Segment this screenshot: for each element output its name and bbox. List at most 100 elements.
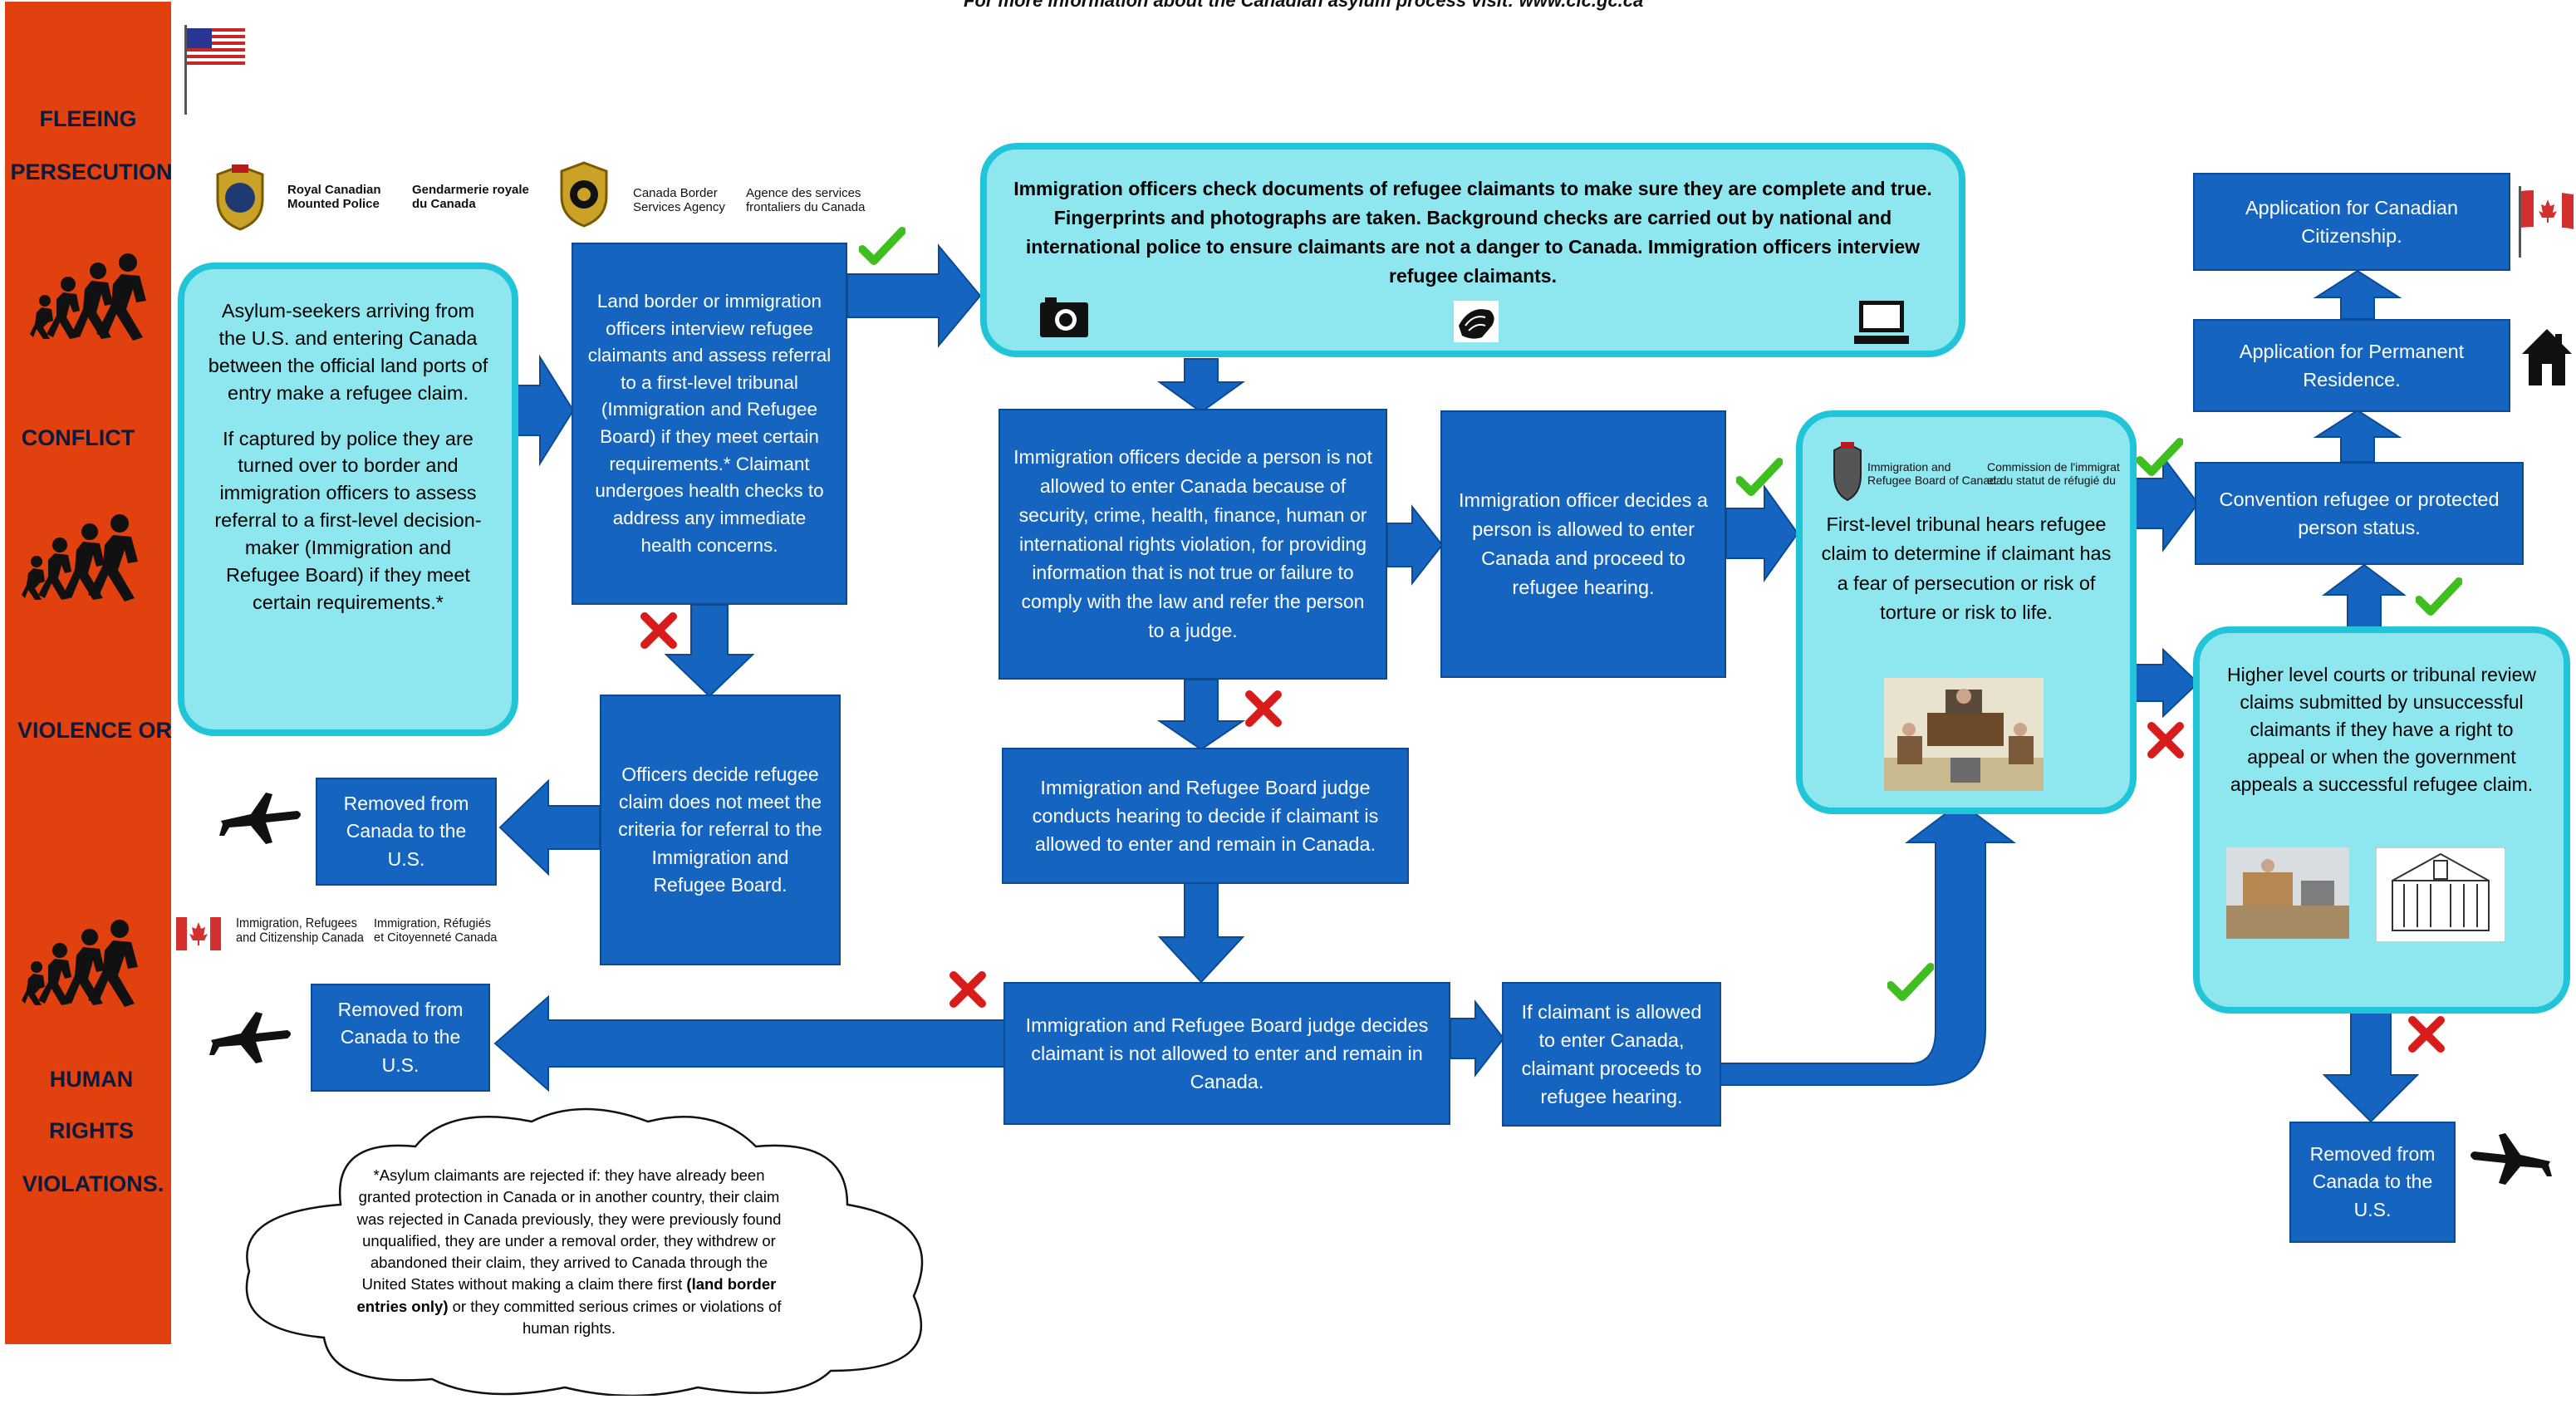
citizenship-text: Application for Canadian Citizenship. <box>2245 196 2459 247</box>
asylum-text-2: If captured by police they are turned ov… <box>214 427 482 613</box>
footnote-text-post: or they committed serious crimes or viol… <box>448 1297 782 1337</box>
house-icon <box>2522 329 2572 385</box>
citizenship-box: Application for Canadian Citizenship. <box>2193 173 2510 271</box>
officers-decide-text: Officers decide refugee claim does not m… <box>618 763 822 896</box>
irb-crest-icon <box>1833 442 1862 502</box>
canada-flag-icon <box>176 917 221 950</box>
people-running-icon <box>22 514 138 601</box>
sidebar-word: VIOLATIONS. <box>22 1171 164 1196</box>
arrow <box>1386 504 1444 586</box>
ircc-name-en: Immigration, Refugees and Citizenship Ca… <box>236 916 364 945</box>
sidebar-word: FLEEING <box>39 106 137 131</box>
rcmp-name-en: Royal Canadian Mounted Police <box>287 183 381 212</box>
sidebar-word: VIOLENCE OR <box>17 718 173 743</box>
convention-refugee-box: Convention refugee or protected person s… <box>2195 462 2524 565</box>
proceeds-to-hearing-box: If claimant is allowed to enter Canada, … <box>1502 982 1721 1127</box>
arrow <box>2322 563 2407 629</box>
arrow <box>2322 1009 2420 1123</box>
irb-hearing-box: Immigration and Refugee Board judge cond… <box>1002 748 1409 884</box>
not-allowed-text: Immigration officers decide a person is … <box>1013 445 1372 642</box>
sidebar: FLEEING PERSECUTION CONFLICT VIOLENCE OR… <box>5 2 173 1344</box>
footnote-text: *Asylum claimants are rejected if: they … <box>349 1165 789 1339</box>
higher-courts-box: Higher level courts or tribunal review c… <box>2193 626 2570 1014</box>
check-icon <box>2137 438 2183 476</box>
fingerprint-icon <box>1454 301 1499 342</box>
removed-box-2: Removed from Canada to the U.S. <box>311 984 490 1092</box>
arrow <box>511 354 575 467</box>
land-border-text: Land border or immigration officers inte… <box>587 290 832 556</box>
arrow <box>664 604 755 698</box>
land-border-interview-box: Land border or immigration officers inte… <box>572 243 847 605</box>
allowed-text: Immigration officer decides a person is … <box>1459 488 1708 599</box>
cross-icon <box>949 971 986 1008</box>
top-note: For more information about the Canadian … <box>964 0 1644 11</box>
arrow <box>493 994 1006 1092</box>
document-checks-box: Immigration officers check documents of … <box>980 143 1965 357</box>
canada-flag-icon <box>2519 186 2574 258</box>
sidebar-word: HUMAN <box>49 1067 134 1092</box>
removed-box-1: Removed from Canada to the U.S. <box>316 778 497 886</box>
arrow <box>1719 801 2016 1086</box>
people-running-icon <box>30 253 146 341</box>
ircc-name-fr: Immigration, Réfugiés et Citoyenneté Can… <box>374 917 498 945</box>
people-running-icon <box>22 920 138 1007</box>
arrow <box>846 243 982 348</box>
arrow <box>1156 679 1246 751</box>
camera-icon <box>1040 297 1088 337</box>
arrow <box>2313 269 2402 320</box>
allowed-box: Immigration officer decides a person is … <box>1440 410 1726 678</box>
arrow <box>2132 647 2200 719</box>
airplane-icon <box>209 1012 291 1063</box>
sidebar-word: PERSECUTION <box>10 160 173 184</box>
arrow <box>2132 454 2200 552</box>
check-icon <box>1887 963 1934 1001</box>
footnote-text-pre: *Asylum claimants are rejected if: they … <box>356 1166 782 1294</box>
asylum-seekers-box: Asylum-seekers arriving from the U.S. an… <box>178 263 518 736</box>
cbsa-crest-icon <box>560 161 608 228</box>
tribunal-text: First-level tribunal hears refugee claim… <box>1821 513 2112 623</box>
hearing-room-image <box>1884 678 2044 791</box>
sidebar-word: CONFLICT <box>21 425 135 450</box>
supreme-court-image <box>2376 847 2505 942</box>
officers-decide-box: Officers decide refugee claim does not m… <box>600 695 841 965</box>
computer-icon <box>1854 301 1909 344</box>
removed-text: Removed from Canada to the U.S. <box>2309 1142 2436 1220</box>
footnote-cloud <box>245 1107 924 1396</box>
check-icon <box>859 227 905 265</box>
irb-decides-box: Immigration and Refugee Board judge deci… <box>1003 982 1450 1125</box>
airplane-icon <box>2471 1133 2552 1185</box>
arrow <box>2313 409 2402 463</box>
cbsa-name-en: Canada Border Services Agency <box>633 186 725 215</box>
rcmp-name-fr: Gendarmerie royale du Canada <box>412 183 529 212</box>
convention-refugee-text: Convention refugee or protected person s… <box>2219 488 2500 538</box>
higher-courts-text: Higher level courts or tribunal review c… <box>2227 664 2536 796</box>
cross-icon <box>2408 1016 2445 1053</box>
arrow <box>1725 484 1799 583</box>
arrow <box>1156 358 1246 414</box>
cbsa-name-fr: Agence des services frontaliers du Canad… <box>746 186 866 215</box>
rcmp-crest-icon <box>216 164 264 231</box>
cross-icon <box>2147 722 2184 759</box>
arrow <box>498 778 601 876</box>
permanent-residence-text: Application for Permanent Residence. <box>2239 340 2465 390</box>
document-checks-text: Immigration officers check documents of … <box>1013 178 1932 287</box>
not-allowed-box: Immigration officers decide a person is … <box>999 409 1387 680</box>
proceeds-text: If claimant is allowed to enter Canada, … <box>1521 1000 1702 1108</box>
check-icon <box>1736 458 1783 496</box>
courtroom-image <box>2226 847 2349 939</box>
cross-icon <box>640 612 677 649</box>
arrow <box>1450 999 1505 1078</box>
arrow <box>1157 881 1245 984</box>
airplane-icon <box>219 793 301 844</box>
check-icon <box>2416 577 2462 616</box>
cross-icon <box>1245 690 1282 727</box>
permanent-residence-box: Application for Permanent Residence. <box>2193 319 2510 412</box>
us-flag-icon <box>184 25 245 115</box>
irb-name-en: Immigration and Refugee Board of Canada <box>1867 460 2003 488</box>
footnote-text-bold: (land border entries only) <box>356 1275 777 1315</box>
removed-box-3: Removed from Canada to the U.S. <box>2289 1122 2456 1243</box>
irb-hearing-text: Immigration and Refugee Board judge cond… <box>1032 776 1379 856</box>
irb-name-fr: Commission de l'immigrat et du statut de… <box>1987 460 2120 488</box>
sidebar-word: RIGHTS <box>48 1118 134 1143</box>
